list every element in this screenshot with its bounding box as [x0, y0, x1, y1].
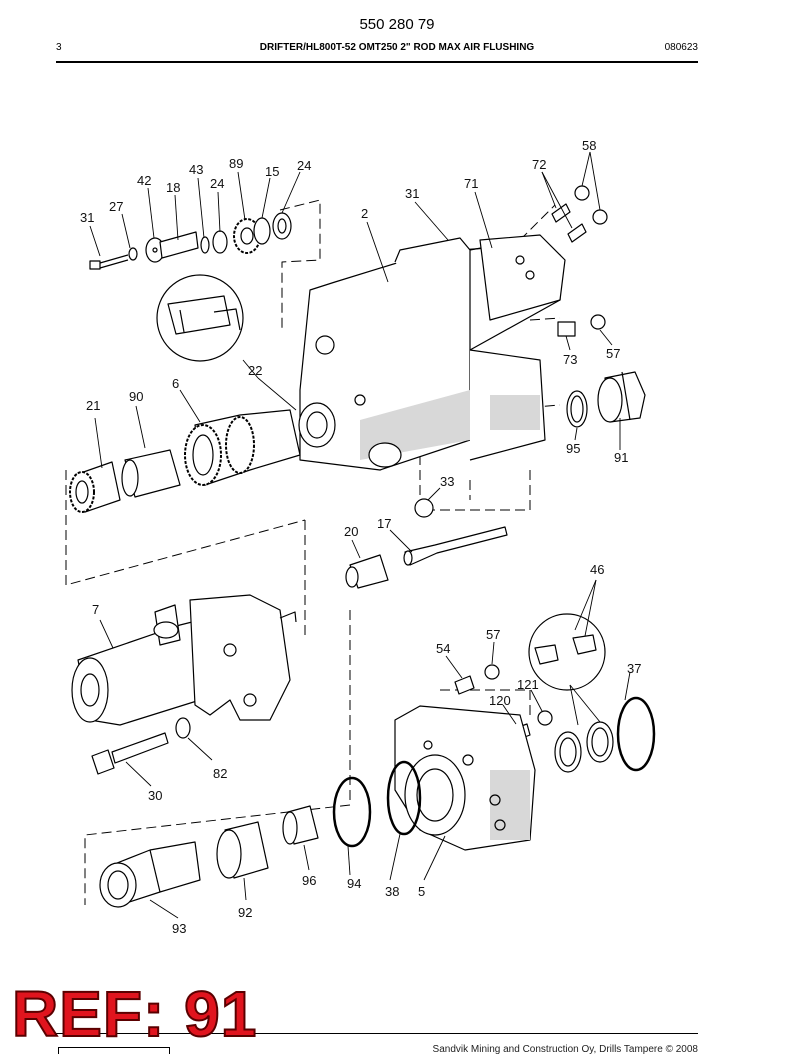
footer-copyright: Sandvik Mining and Construction Oy, Dril… [432, 1044, 698, 1055]
callout-57: 57 [606, 346, 620, 361]
callout-73: 73 [563, 352, 577, 367]
callout-121: 121 [517, 677, 539, 692]
callout-89: 89 [229, 156, 243, 171]
callout-91: 91 [614, 450, 628, 465]
callout-20: 20 [344, 524, 358, 539]
detail-circle-22 [156, 274, 244, 362]
callout-31: 31 [80, 210, 94, 225]
o-ring-37 [616, 696, 656, 772]
footer-rule [56, 1033, 698, 1034]
callout-57b: 57 [486, 627, 500, 642]
washer-27 [128, 247, 138, 261]
nut-57b [484, 664, 500, 680]
bearing-15 [253, 217, 271, 245]
nut-57 [590, 314, 606, 330]
nut-33 [414, 498, 434, 518]
nuts-58 [574, 185, 608, 225]
page-number: 3 [56, 42, 62, 53]
callout-21: 21 [86, 398, 100, 413]
bolt-31 [89, 254, 129, 270]
callout-15: 15 [265, 164, 279, 179]
callout-24b: 24 [297, 158, 311, 173]
rod-17 [403, 526, 508, 566]
callout-58: 58 [582, 138, 596, 153]
part-number: 550 280 79 [359, 16, 435, 33]
o-ring-94 [332, 776, 372, 848]
callout-42: 42 [137, 173, 151, 188]
page-title: DRIFTER/HL800T-52 OMT250 2" ROD MAX AIR … [259, 42, 535, 53]
sleeve-92 [216, 821, 269, 879]
seal-rings [554, 721, 614, 773]
ring-95 [566, 390, 588, 428]
callout-33: 33 [440, 474, 454, 489]
callout-96: 96 [302, 873, 316, 888]
callout-17: 17 [377, 516, 391, 531]
callout-5: 5 [418, 884, 425, 899]
callout-18: 18 [166, 180, 180, 195]
fitting-54 [454, 675, 475, 695]
sleeve-20 [345, 554, 389, 589]
callout-71: 71 [464, 176, 478, 191]
callout-72: 72 [532, 157, 546, 172]
callout-94: 94 [347, 876, 361, 891]
callout-95: 95 [566, 441, 580, 456]
callout-30: 30 [148, 788, 162, 803]
o-ring-38 [386, 760, 422, 836]
date-code: 080623 [664, 42, 698, 53]
bolt-30 [91, 732, 169, 775]
detail-circle-46 [528, 613, 606, 691]
callout-37: 37 [627, 661, 641, 676]
callout-90: 90 [129, 389, 143, 404]
cylinder-7 [71, 594, 297, 726]
callout-46: 46 [590, 562, 604, 577]
front-head-5 [394, 705, 536, 851]
callout-24: 24 [210, 176, 224, 191]
callout-2: 2 [361, 206, 368, 221]
callout-93: 93 [172, 921, 186, 936]
callout-31b: 31 [405, 186, 419, 201]
callout-27: 27 [109, 199, 123, 214]
gear-assembly-6 [184, 409, 301, 486]
washer-24a [212, 230, 228, 254]
callout-22: 22 [248, 363, 262, 378]
bushing-93 [99, 841, 201, 908]
ref-overlay: REF: 91 [11, 978, 258, 1050]
shaft-18 [159, 231, 199, 259]
callout-120: 120 [489, 693, 511, 708]
housing-2 [298, 234, 566, 471]
washer-24b [272, 212, 292, 240]
leader-lines [89, 151, 631, 919]
gear-21 [69, 461, 121, 513]
ring-43 [200, 236, 210, 254]
sleeve-96 [282, 805, 319, 845]
callout-43: 43 [189, 162, 203, 177]
callout-labels: 31 27 42 18 43 24 89 15 24 2 31 71 72 58… [80, 138, 641, 936]
washer-82 [175, 717, 191, 739]
callout-6: 6 [172, 376, 179, 391]
fitting-73 [557, 321, 576, 337]
header-rule [56, 61, 698, 63]
sleeve-90 [121, 449, 181, 498]
callout-92: 92 [238, 905, 252, 920]
footer-logo [58, 1047, 170, 1054]
callout-82: 82 [213, 766, 227, 781]
nut-121 [537, 710, 553, 726]
callout-38: 38 [385, 884, 399, 899]
callout-7: 7 [92, 602, 99, 617]
bushing-91 [597, 371, 646, 423]
callout-54: 54 [436, 641, 450, 656]
